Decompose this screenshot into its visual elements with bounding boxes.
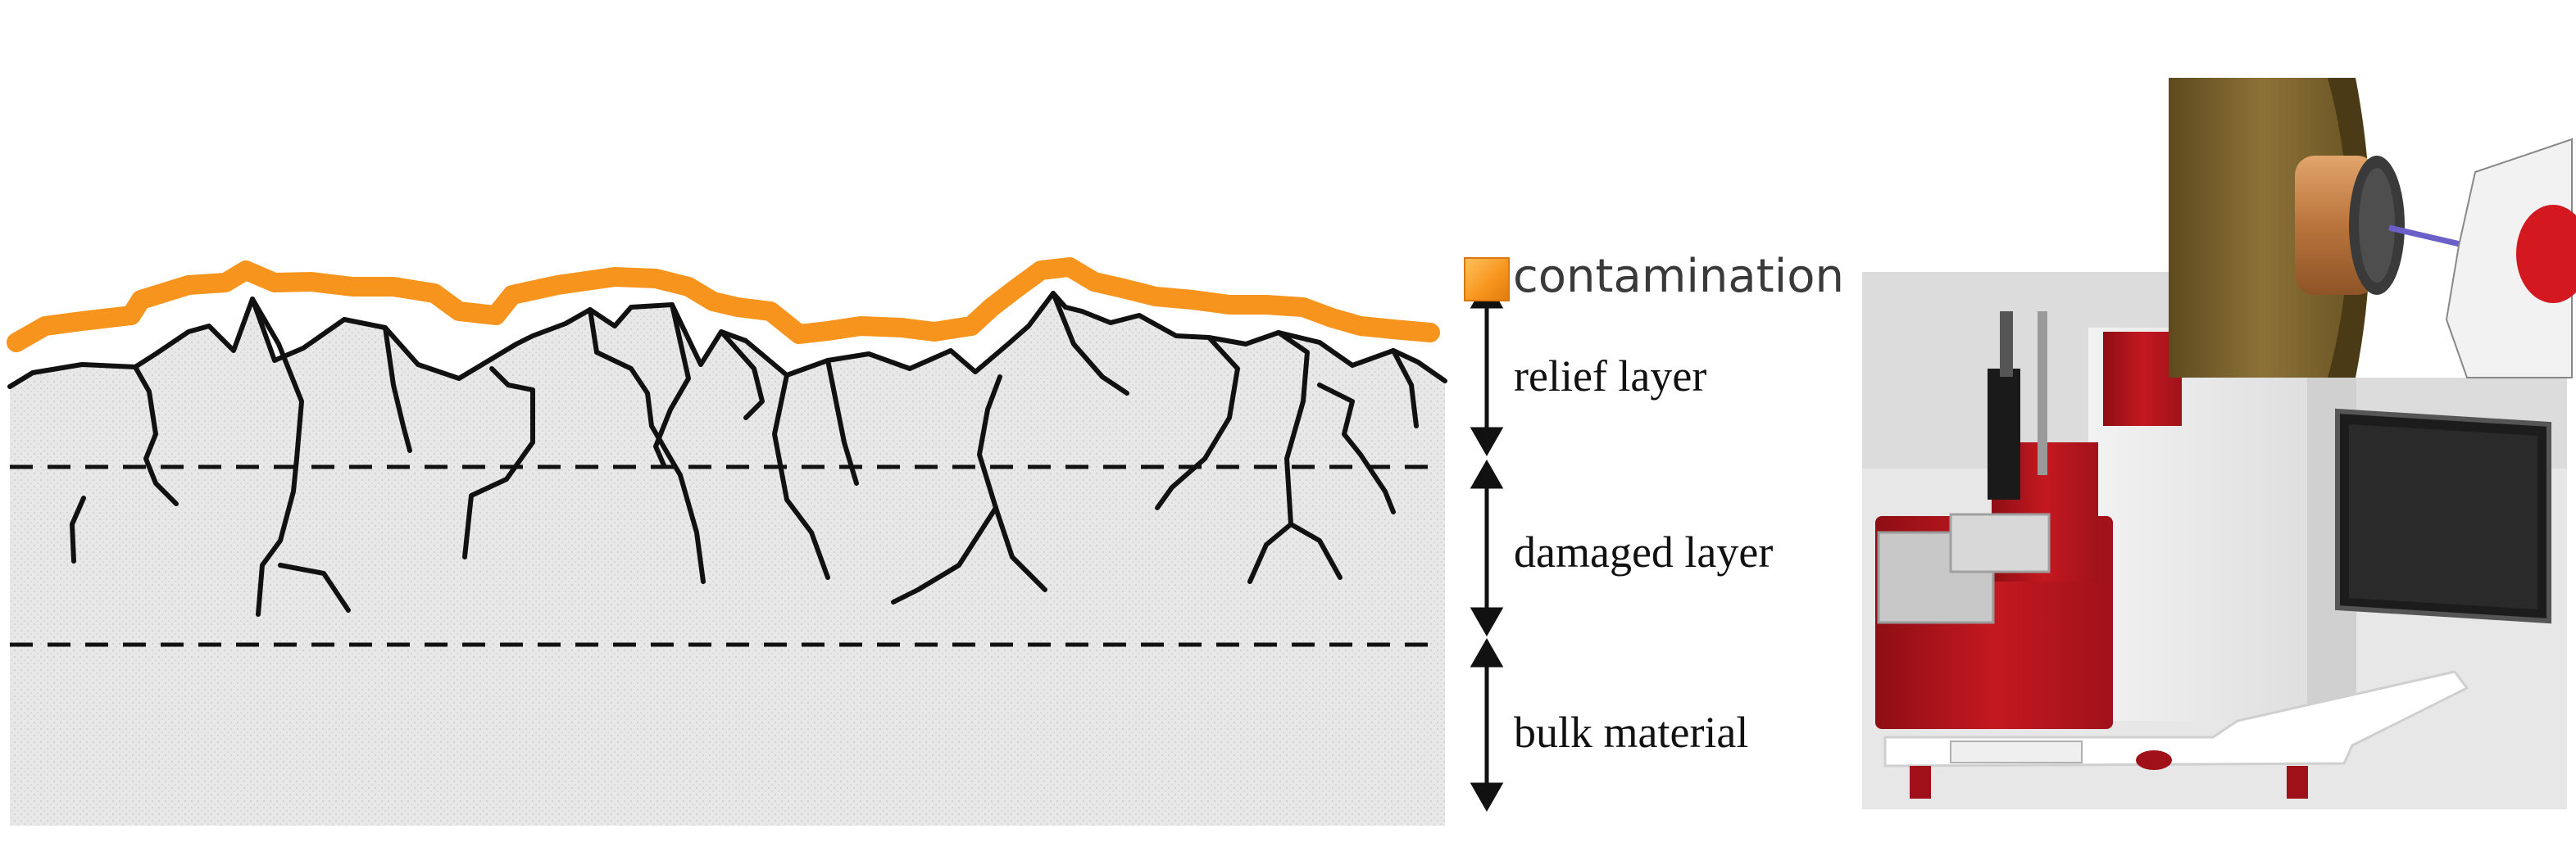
layer-arrows bbox=[1474, 283, 1500, 808]
material-cross-section bbox=[10, 293, 1445, 826]
contamination-legend-swatch bbox=[1464, 257, 1510, 301]
damaged-layer-label: damaged layer bbox=[1514, 527, 1773, 577]
bulk-material-label: bulk material bbox=[1514, 707, 1748, 758]
contamination-legend-label: contamination bbox=[1513, 250, 1844, 303]
relief-layer-label: relief layer bbox=[1514, 351, 1706, 401]
laser-probe-inset-icon bbox=[2169, 78, 2576, 378]
